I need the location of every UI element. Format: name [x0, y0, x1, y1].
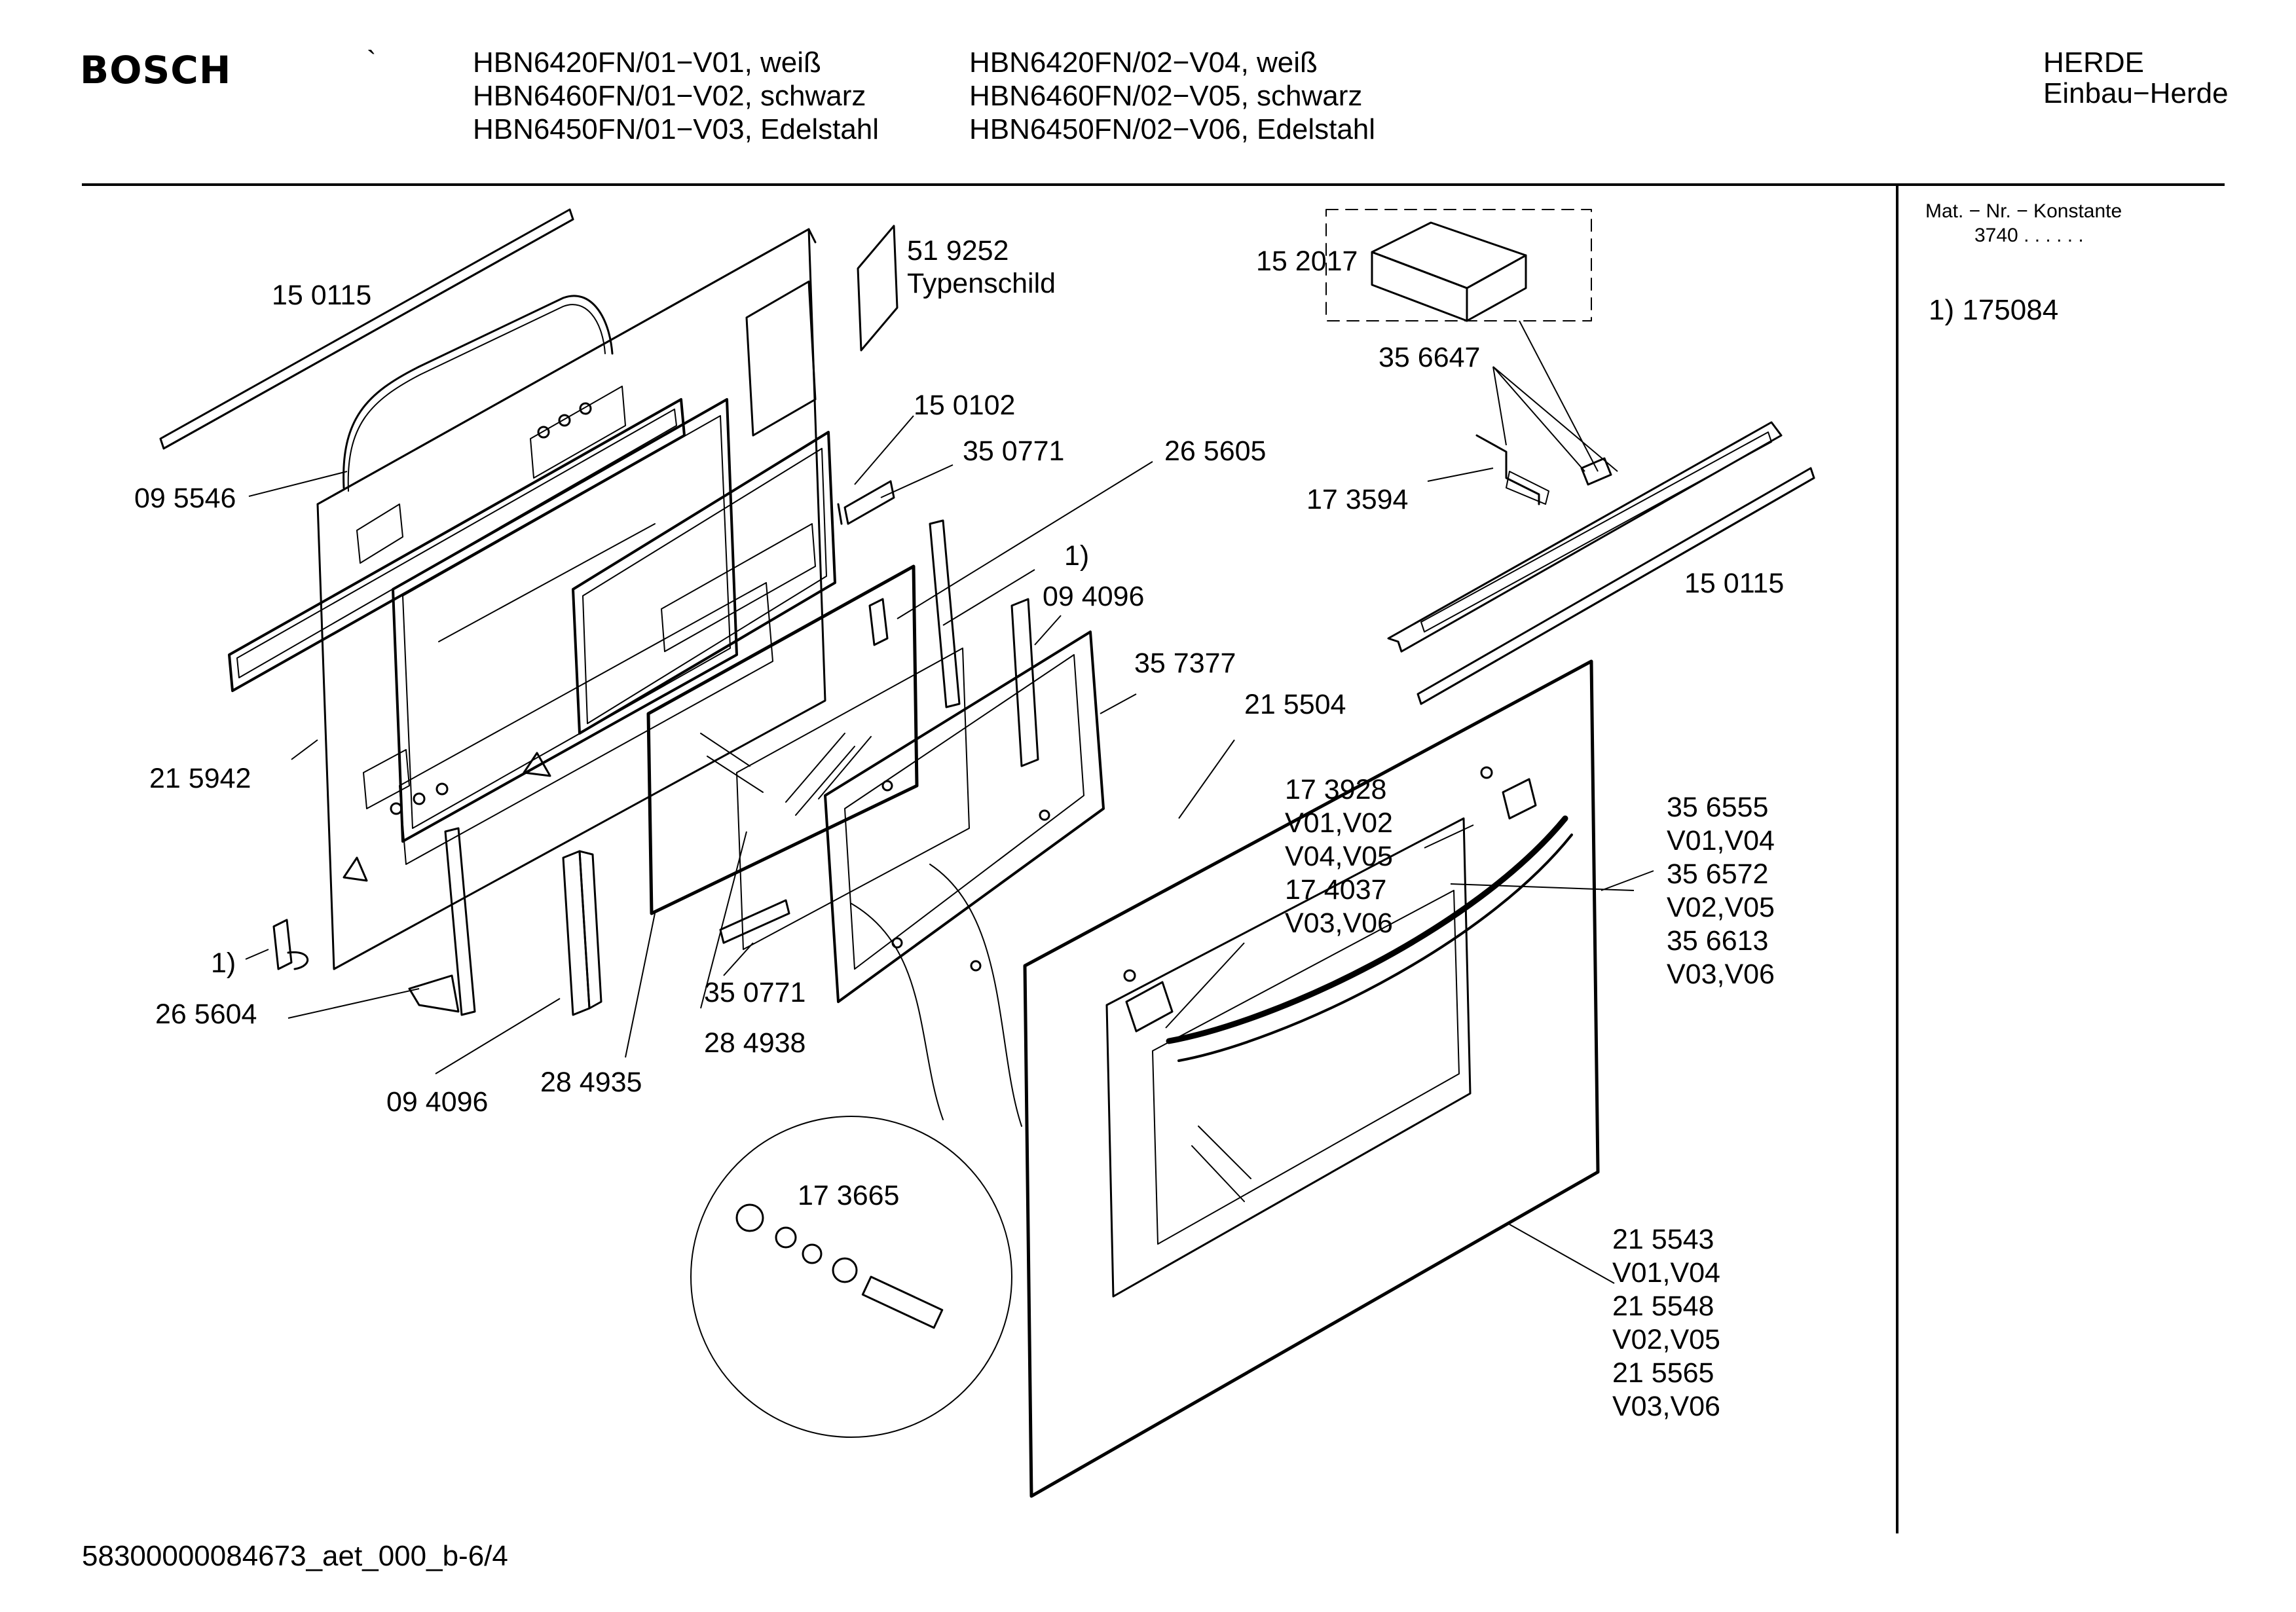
type-plate: [858, 226, 897, 350]
part-label: 35 6572: [1667, 858, 1769, 890]
part-label: V03,V06: [1612, 1391, 1720, 1422]
inner-glass-frame: [573, 432, 835, 733]
part-label: 35 0771: [704, 977, 806, 1008]
model-line: HBN6420FN/02−V04, weiß: [969, 46, 1318, 79]
part-label: V04,V05: [1285, 841, 1393, 872]
part-label: V01,V04: [1667, 825, 1775, 856]
category-line: HERDE: [2043, 46, 2145, 79]
part-label: 28 4935: [540, 1067, 642, 1098]
middle-glass-pane: [737, 648, 969, 949]
seal-strip-right: [1418, 468, 1814, 704]
model-line: HBN6450FN/02−V06, Edelstahl: [969, 113, 1376, 145]
part-label: 35 0771: [963, 435, 1065, 467]
category-label: HERDE Einbau−Herde: [2043, 48, 2229, 108]
hinge-rail-lower: [720, 900, 789, 943]
clip-center: [870, 599, 887, 645]
clip-left: [274, 920, 308, 969]
front-glass-label-group: 21 5543 V01,V04 21 5548 V02,V05 21 5565 …: [1612, 1226, 1720, 1421]
detail-circle: [691, 864, 1022, 1437]
header-tick: `: [367, 45, 377, 77]
part-label: Typenschild: [907, 268, 1056, 299]
side-constant: 3740 . . . . . .: [1974, 225, 2084, 246]
part-label: 26 5605: [1164, 435, 1267, 467]
part-label: 17 3665: [798, 1180, 900, 1211]
side-heading: Mat. − Nr. − Konstante: [1925, 200, 2122, 222]
part-label: 17 3594: [1306, 484, 1409, 515]
category-line: Einbau−Herde: [2043, 77, 2229, 109]
leader-lines: [246, 321, 1654, 1283]
part-label: 26 5604: [155, 998, 257, 1030]
black-gasket-strip: [229, 399, 684, 691]
seal-strip-top: [160, 210, 573, 449]
document-id: 58300000084673_aet_000_b-6/4: [82, 1540, 508, 1572]
part-label: 35 7377: [1134, 648, 1236, 679]
model-line: HBN6450FN/01−V03, Edelstahl: [473, 113, 880, 145]
brand-logo: BOSCH: [80, 48, 232, 92]
part-label: 51 9252: [907, 235, 1009, 266]
side-note: 1) 175084: [1929, 294, 2059, 326]
door-handle: [1126, 779, 1572, 1061]
top-air-guide: [1388, 422, 1781, 651]
part-label: V02,V05: [1612, 1324, 1720, 1355]
outer-front-glass: [1025, 661, 1598, 1496]
part-label: 09 4096: [386, 1086, 489, 1118]
part-label: 21 5543: [1612, 1224, 1714, 1255]
part-label: 21 5942: [149, 763, 251, 794]
end-cap-label-group: 35 6555 V01,V04 35 6572 V02,V05 35 6613 …: [1667, 794, 1775, 989]
part-label: 17 4037: [1285, 874, 1387, 906]
side-divider: [1896, 186, 1898, 1533]
part-label: 28 4938: [704, 1027, 806, 1059]
model-list-col1: HBN6420FN/01−V01, weiß HBN6460FN/01−V02,…: [473, 48, 879, 144]
glass-pane-seal: [648, 566, 917, 913]
hinge-rail-upper: [838, 481, 894, 524]
part-label: 21 5565: [1612, 1357, 1714, 1389]
part-label: 15 0102: [914, 390, 1016, 421]
glass-retaining-frame: [825, 632, 1103, 1002]
part-label: V02,V05: [1667, 892, 1775, 923]
wire-loop: [344, 296, 612, 491]
part-label: 15 2017: [1256, 246, 1358, 277]
part-label: 35 6555: [1667, 792, 1769, 823]
part-label: 15 0115: [272, 280, 372, 311]
hinge-bar-center: [930, 521, 959, 707]
part-label: V01,V02: [1285, 807, 1393, 839]
part-label: 1): [1064, 540, 1090, 572]
model-line: HBN6460FN/01−V02, schwarz: [473, 80, 866, 112]
part-label: 09 5546: [134, 483, 236, 514]
mounting-bracket: [1477, 435, 1549, 504]
part-label: V03,V06: [1285, 907, 1393, 939]
part-label: 21 5504: [1244, 689, 1346, 720]
part-label: 21 5548: [1612, 1291, 1714, 1322]
hinge-bar-left: [409, 828, 475, 1015]
part-label: V01,V04: [1612, 1257, 1720, 1289]
part-label: 35 6613: [1667, 925, 1769, 957]
model-list-col2: HBN6420FN/02−V04, weiß HBN6460FN/02−V05,…: [969, 48, 1375, 144]
part-label: V03,V06: [1667, 959, 1775, 990]
part-label: 35 6647: [1379, 342, 1481, 373]
part-label: 1): [211, 947, 236, 979]
bracket-center: [1012, 599, 1038, 766]
part-label: 15 0115: [1684, 568, 1785, 599]
handle-label-group: 17 3928 V01,V02 V04,V05 17 4037 V03,V06: [1285, 776, 1393, 938]
model-line: HBN6460FN/02−V05, schwarz: [969, 80, 1363, 112]
part-label: 17 3928: [1285, 774, 1387, 805]
bracket-bottom: [563, 851, 601, 1015]
insulation-pad: [1326, 210, 1611, 485]
header-rule: [82, 183, 2225, 186]
part-label: 09 4096: [1043, 581, 1145, 612]
model-line: HBN6420FN/01−V01, weiß: [473, 46, 821, 79]
